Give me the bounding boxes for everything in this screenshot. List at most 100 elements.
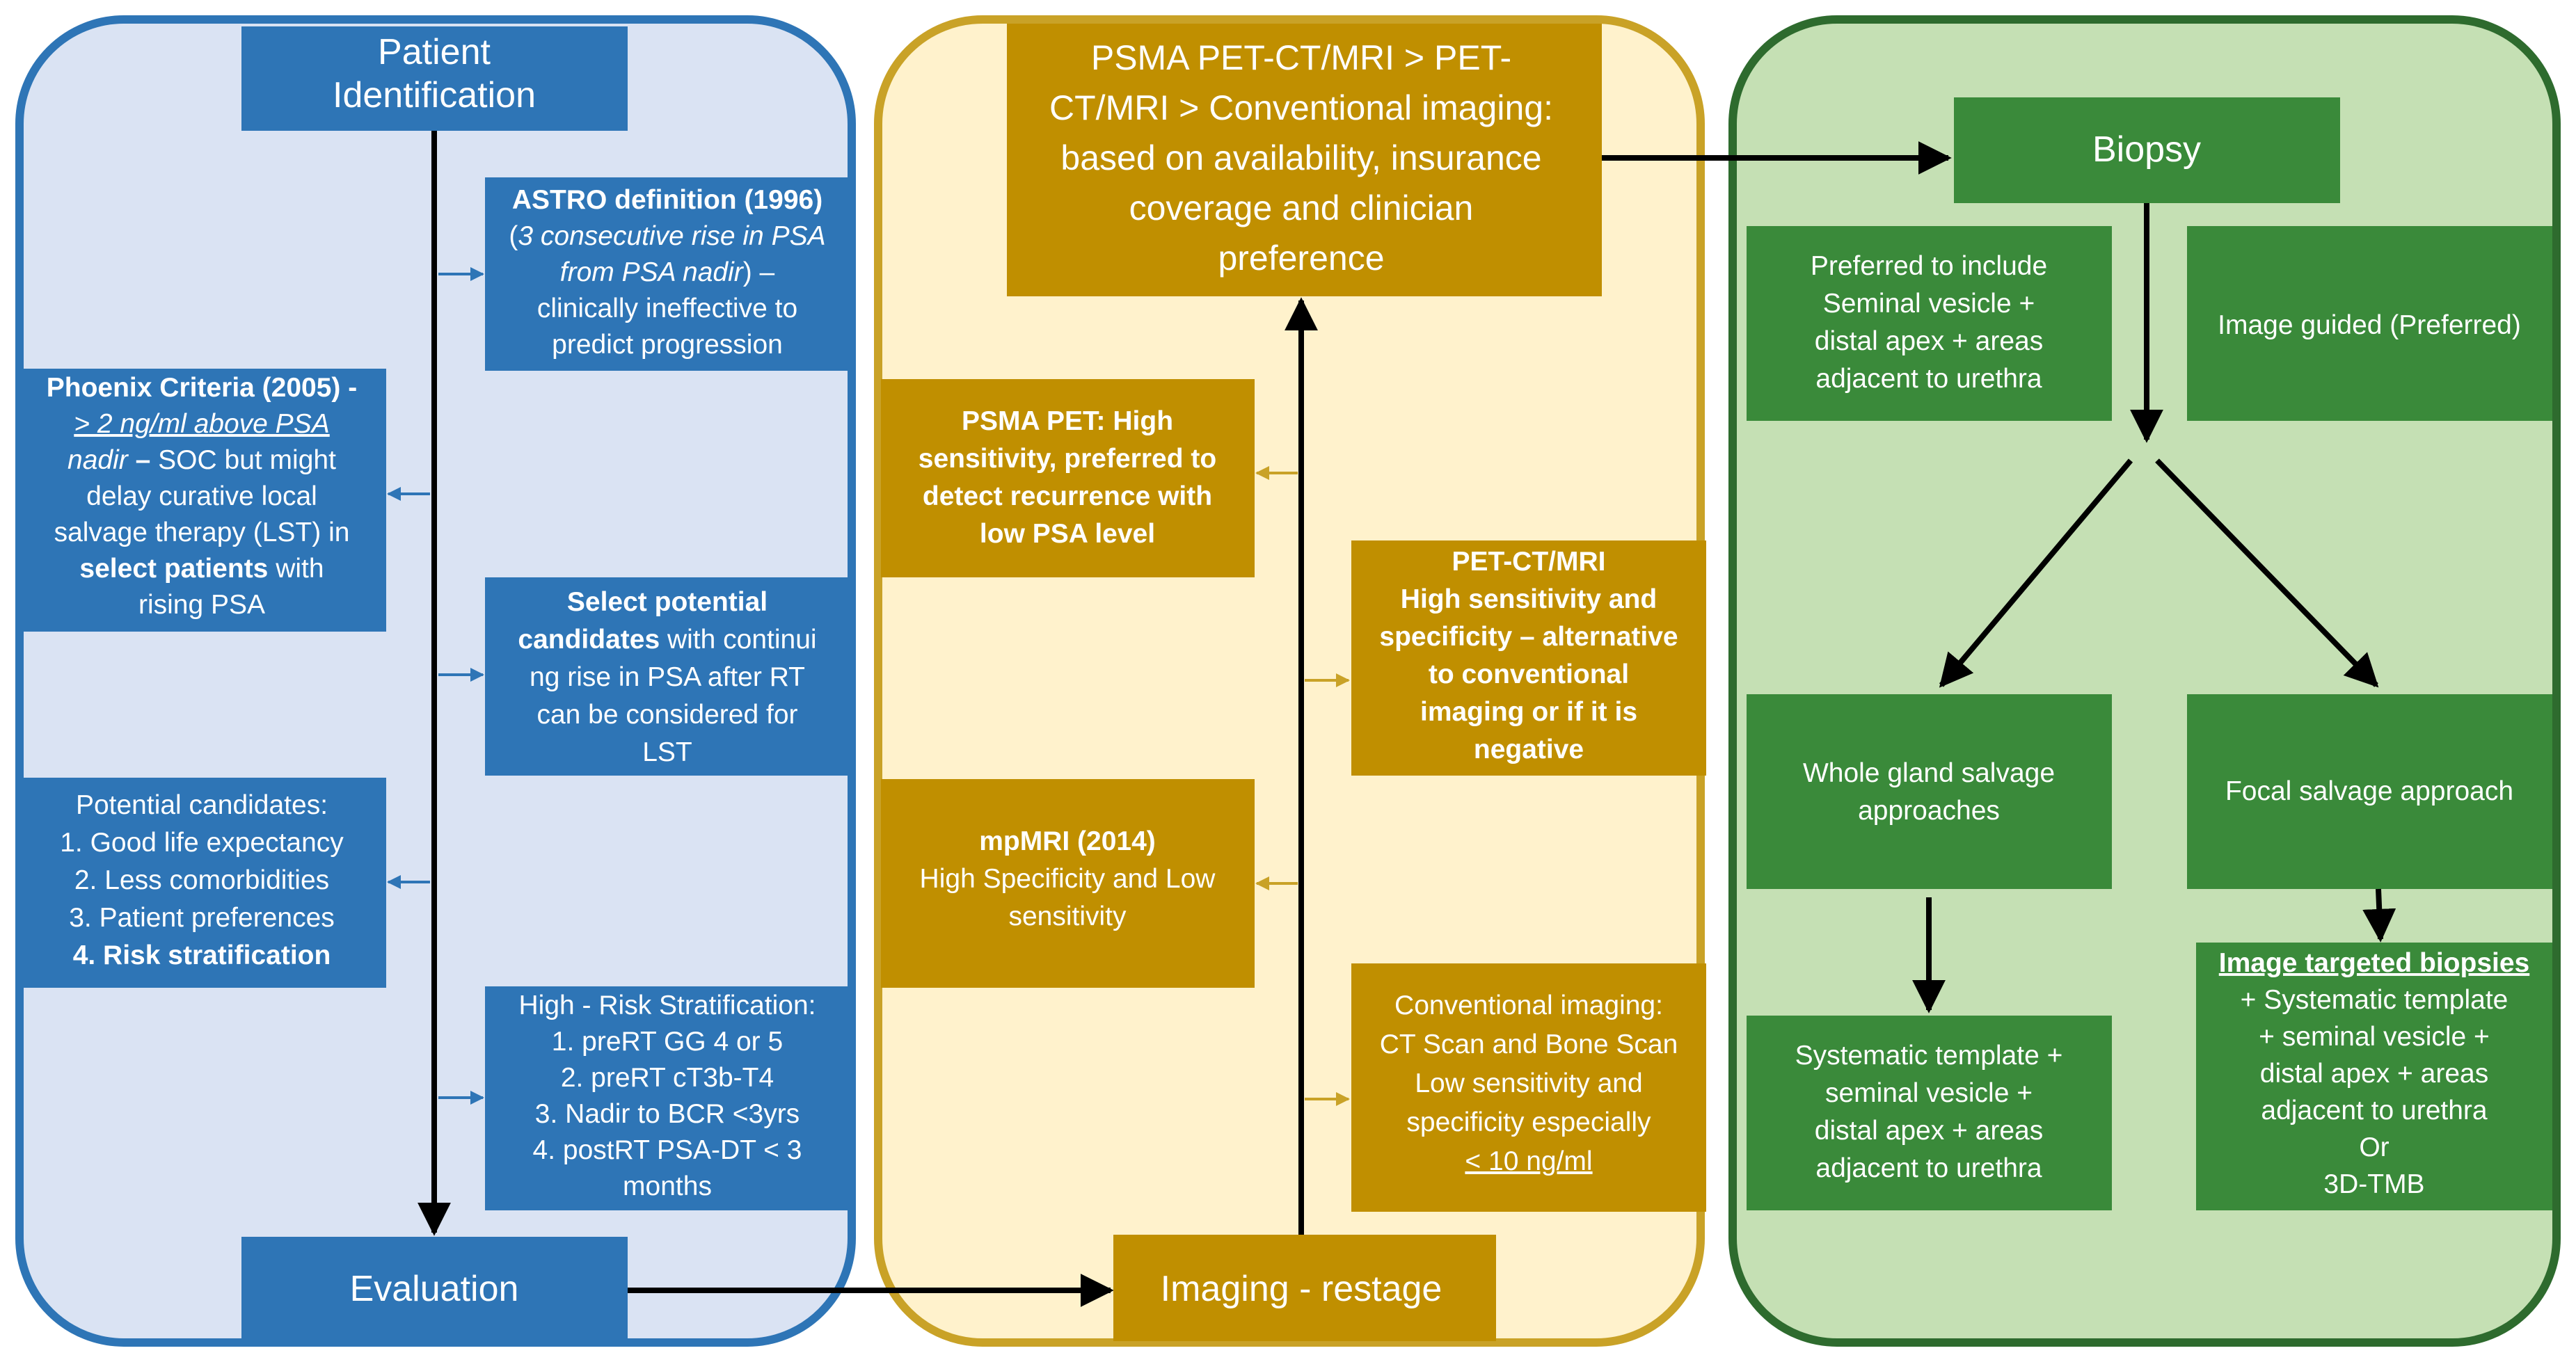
text-line: distal apex + areas [2260,1059,2488,1089]
text-line: nadir – SOC but might [67,445,336,475]
text-run: 4. Risk stratification [73,940,331,970]
imaging-restage-label: Imaging - restage [1161,1269,1442,1309]
text-run: < 10 ng/ml [1465,1146,1592,1176]
text-line: candidates with continui [518,625,816,655]
text-run: Or [2359,1132,2389,1162]
text-line: distal apex + areas [1815,326,2043,356]
text-run: Conventional imaging: [1394,991,1663,1020]
text-run: Patient [378,32,491,72]
text-line: 2. Less comorbidities [74,865,329,895]
text-run: – [128,445,158,475]
text-line: CT/MRI > Conventional imaging: [1049,88,1553,127]
text-run: sensitivity, preferred to [919,444,1216,474]
text-run: > 2 ng/ml above PSA [74,409,329,439]
text-run: with [268,554,324,584]
text-line: specificity – alternative [1379,622,1678,652]
text-line: PSMA PET: High [962,406,1173,436]
high-risk-text: High - Risk Stratification:1. preRT GG 4… [519,991,816,1201]
arrow-to-focal [2155,458,2379,688]
select-candidates-text: Select potential candidates with continui… [518,587,816,767]
text-line: adjacent to urethra [1815,364,2042,394]
text-run: distal apex + areas [1815,326,2043,356]
text-line: imaging or if it is [1420,697,1637,727]
text-run: ) – [743,257,775,287]
text-line: seminal vesicle + [1825,1078,2033,1108]
text-line: rising PSA [138,590,265,620]
text-run: negative [1474,735,1584,764]
systematic-text: Systematic template +seminal vesicle +di… [1795,1041,2063,1183]
text-line: adjacent to urethra [2261,1096,2488,1125]
pet-ct-text: PET-CT/MRI High sensitivity and specificit… [1379,547,1678,764]
text-run: based on availability, insurance [1060,138,1541,177]
text-run: candidates [518,625,660,655]
text-run: Image guided (Preferred) [2218,310,2521,340]
text-run: 1. Good life expectancy [60,828,344,858]
psma-top-text: PSMA PET-CT/MRI > PET- CT/MRI > Conventio… [1049,38,1553,278]
text-line: (3 consecutive rise in PSA [509,221,825,251]
text-line: Seminal vesicle + [1823,289,2035,319]
text-line: Image guided (Preferred) [2218,310,2521,340]
psma-top-box: PSMA PET-CT/MRI > PET- CT/MRI > Conventio… [1007,24,1602,296]
text-run: High Specificity and Low [920,864,1216,894]
text-line: negative [1474,735,1584,764]
text-line: PSMA PET-CT/MRI > PET- [1091,38,1511,77]
pet-ct-box: PET-CT/MRI High sensitivity and specificit… [1351,540,1706,776]
text-line: CT Scan and Bone Scan [1380,1029,1678,1059]
text-run: 3. Patient preferences [69,903,335,933]
psma-pet-box: PSMA PET: High sensitivity, preferred to d… [881,379,1255,577]
text-line: 3D-TMB [2323,1169,2424,1199]
text-line: to conventional [1429,659,1629,689]
text-line: Conventional imaging: [1394,991,1663,1020]
text-run: 2. Less comorbidities [74,865,329,895]
text-run: High sensitivity and [1401,584,1657,614]
text-line: adjacent to urethra [1815,1153,2042,1183]
text-line: + seminal vesicle + [2259,1022,2490,1052]
text-run: specificity – alternative [1379,622,1678,652]
text-run: 2. preRT cT3b-T4 [561,1063,774,1093]
text-line: High Specificity and Low [920,864,1216,894]
text-line: ng rise in PSA after RT [530,662,805,692]
text-run: approaches [1858,796,2000,826]
text-run: + Systematic template [2241,985,2509,1015]
text-run: salvage therapy (LST) in [54,518,350,547]
text-run: Preferred to include [1811,251,2047,281]
text-line: PET-CT/MRI [1452,547,1606,577]
text-line: Select potential [567,587,768,617]
astro-text: ASTRO definition (1996)(3 consecutive ri… [509,185,825,360]
text-line: Preferred to include [1811,251,2047,281]
text-line: Potential candidates: [76,790,328,820]
text-run: sensitivity [1008,902,1127,931]
text-line: sensitivity, preferred to [919,444,1216,474]
text-line: LST [642,737,692,767]
text-line: Focal salvage approach [2225,776,2513,806]
text-run: + seminal vesicle + [2259,1022,2490,1052]
text-line: High sensitivity and [1401,584,1657,614]
text-line: can be considered for [536,700,797,730]
text-line: salvage therapy (LST) in [54,518,350,547]
phoenix-box: Phoenix Criteria (2005) -> 2 ng/ml above… [22,369,386,632]
text-run: 3. Nadir to BCR <3yrs [535,1099,800,1129]
text-run: Low sensitivity and [1415,1068,1642,1098]
text-line: select patients with [79,554,324,584]
focal-text: Focal salvage approach [2225,776,2513,806]
text-run: detect recurrence with [923,481,1212,511]
text-run: preference [1218,239,1384,278]
text-run: adjacent to urethra [1815,364,2042,394]
text-run: 3 consecutive rise in PSA [518,221,825,251]
text-run: 3D-TMB [2323,1169,2424,1199]
text-line: delay curative local [86,481,317,511]
text-line: 2. preRT cT3b-T4 [561,1063,774,1093]
text-line: 1. preRT GG 4 or 5 [552,1027,783,1057]
text-run: specificity especially [1406,1107,1651,1137]
biopsy-label: Biopsy [2092,129,2201,170]
text-line: Or [2359,1132,2389,1162]
psma-pet-text: PSMA PET: High sensitivity, preferred to d… [919,406,1216,549]
text-line: Image targeted biopsies [2219,948,2529,978]
text-run: PET-CT/MRI [1452,547,1606,577]
focal-box: Focal salvage approach [2187,694,2552,889]
